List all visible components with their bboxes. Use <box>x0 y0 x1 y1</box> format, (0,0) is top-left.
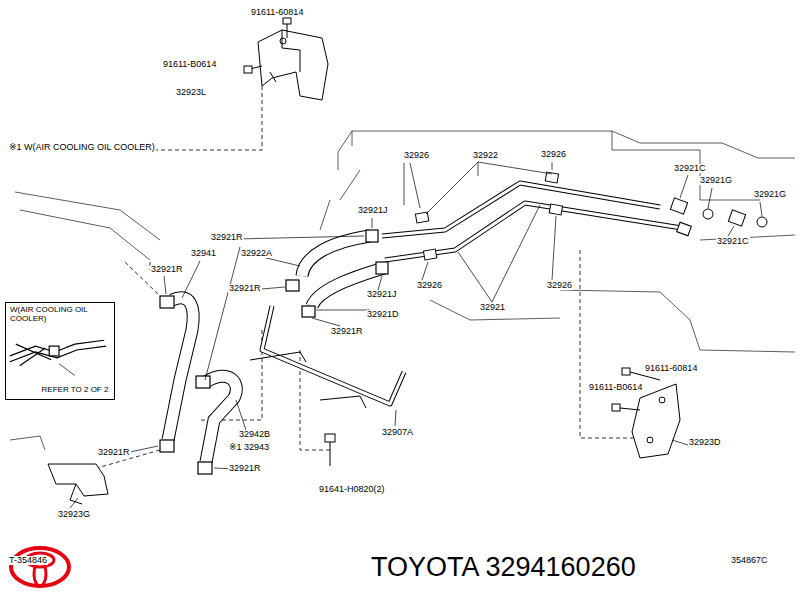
callout-number: 91611-60814 <box>250 8 304 17</box>
callout-number: 32922 <box>472 151 499 160</box>
callout-number: 32921 <box>479 303 506 312</box>
callout-number: 91611-B0614 <box>588 383 643 392</box>
callout-number: 32921J <box>366 290 398 299</box>
callout-number: 32926 <box>416 281 443 290</box>
callout-number: 32942B <box>238 430 271 439</box>
callout-number: 32921R <box>228 284 262 293</box>
callout-number: 32922A <box>240 249 273 258</box>
callout-number: 91611-60814 <box>644 364 698 373</box>
callout-number: 32941 <box>190 249 217 258</box>
callout-number: 32921J <box>357 206 389 215</box>
inset-box: W(AIR COOLING OIL COOLER) REFER TO 2 OF 2 <box>5 302 115 400</box>
callout-number: 32921R <box>150 265 184 274</box>
callout-number: ※1 32943 <box>228 443 270 452</box>
callout-number: 32907A <box>381 428 414 437</box>
callout-number: 32921G <box>699 176 733 185</box>
callout-number: ※1 W(AIR COOLING OIL COOLER) <box>8 143 156 152</box>
callout-number: 32923L <box>175 88 207 97</box>
callout-number: 91611-B0614 <box>162 60 217 69</box>
callout-number: 32921R <box>97 448 131 457</box>
callout-number: 91641-H0820(2) <box>318 485 386 494</box>
callout-number: 32921R <box>210 233 244 242</box>
inset-note: REFER TO 2 OF 2 <box>40 386 110 395</box>
callout-number: 32926 <box>546 281 573 290</box>
callout-number: 32921C <box>673 164 707 173</box>
callout-number: 32921C <box>716 237 750 246</box>
part-number-title: TOYOTA 3294160260 <box>370 553 637 581</box>
callout-number: 32921R <box>228 464 262 473</box>
callout-number: 354867C <box>730 556 769 565</box>
callout-number: 32926 <box>403 151 430 160</box>
inset-heading: W(AIR COOLING OIL COOLER) <box>10 306 110 324</box>
callout-number: 32923G <box>57 510 91 519</box>
callout-number: 32921R <box>330 327 364 336</box>
callout-number: 32921G <box>753 190 787 199</box>
callout-number: T-354846 <box>8 556 48 565</box>
callout-number: 32923D <box>688 438 722 447</box>
callout-number: 32926 <box>540 150 567 159</box>
callout-number: 32921D <box>366 310 400 319</box>
